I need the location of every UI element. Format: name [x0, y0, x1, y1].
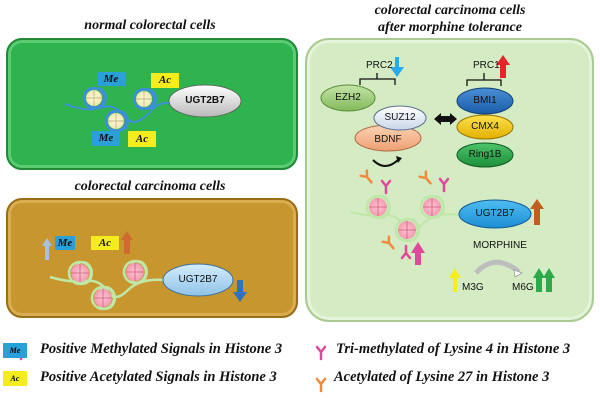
legend-h3k27ac-text: Acetylated of Lysine 27 in Histone 3 [334, 369, 550, 385]
morphine-ugt2b7-oval [458, 199, 532, 229]
h3k27ac-antibody-icon [359, 169, 376, 187]
prc2-down-arrow-icon [390, 57, 404, 77]
ring1b-oval [456, 142, 514, 168]
ring1b-label: Ring1B [468, 149, 502, 160]
interaction-double-arrow-icon [434, 113, 457, 125]
h3k27ac-antibody-icon [381, 235, 398, 253]
nucleosome-icon [82, 86, 108, 110]
legend-h3k27ac-icon [315, 377, 327, 393]
prc2-bracket [359, 73, 396, 85]
h3k27ac-antibody-icon [418, 170, 435, 188]
m6g-up-arrow-icon [543, 268, 555, 292]
h3k4me3-antibody-icon [400, 244, 412, 260]
ezh2-label: EZH2 [335, 92, 361, 103]
nucleosome-icon [122, 259, 149, 285]
ezh2-oval [320, 84, 376, 112]
legend-h3k4me3-text: Tri-methylated of Lysine 4 in Histone 3 [336, 341, 571, 357]
me-up-arrow-icon [42, 238, 52, 260]
metabolism-arc-arrow-icon [474, 259, 521, 275]
carcinoma-ugt2b7-oval [162, 263, 234, 297]
nucleosome-icon [104, 109, 130, 133]
nucleosome-icon [90, 285, 117, 311]
m6g-up-arrow-icon [533, 268, 545, 292]
ac-tag: Ac [91, 236, 119, 250]
carcinoma-ugt2b7-label: UGT2B7 [178, 274, 218, 285]
legend-me-swatch: Me [3, 343, 27, 358]
m3g-up-arrow-icon [449, 268, 461, 292]
ugt2b7-up-arrow-icon [530, 199, 544, 225]
nucleosome-icon [365, 194, 392, 220]
legend-h3k4me3-icon [315, 345, 327, 361]
prc1-up-arrow-icon [496, 55, 510, 78]
nucleosome-icon [132, 87, 158, 111]
carcinoma-cells-title: colorectal carcinoma cells [74, 179, 226, 194]
morphine-chromatin [349, 194, 461, 243]
legend-acetylated-text: Positive Acetylated Signals in Histone 3 [40, 369, 277, 385]
carcinoma-cells-panel [6, 198, 298, 318]
prc2-label: PRC2 [366, 60, 393, 71]
morphine-ugt2b7-label: UGT2B7 [475, 208, 515, 219]
m3g-label: M3G [462, 282, 484, 293]
h3k4me3-antibody-icon [380, 179, 392, 195]
legend-methylated-text: Positive Methylated Signals in Histone 3 [40, 341, 283, 357]
m6g-label: M6G [512, 282, 534, 293]
suz12-oval [373, 105, 427, 131]
legend-ac-swatch: Ac [3, 371, 27, 386]
morphine-cells-title-line1: colorectal carcinoma cells [374, 3, 526, 18]
bmi1-oval [456, 87, 514, 115]
nucleosome-icon [67, 260, 94, 286]
carcinoma-chromatin [49, 259, 166, 311]
me-tag: Me [97, 72, 125, 86]
me-tag: Me [92, 131, 120, 146]
nucleosome-icon [394, 217, 421, 243]
normal-chromatin [64, 86, 173, 133]
h3k4me3-up-arrow-icon [411, 242, 425, 265]
morphine-substrate-label: MORPHINE [473, 240, 527, 251]
normal-ugt2b7-oval [168, 84, 242, 118]
bmi1-label: BMI1 [473, 95, 497, 106]
h3k4me3-antibody-icon [438, 177, 450, 193]
ac-up-arrow-icon [121, 231, 133, 254]
cmx4-oval [456, 114, 514, 140]
morphine-cells-title-line2: after morphine tolerance [378, 20, 522, 35]
ac-tag: Ac [151, 73, 179, 88]
nucleosome-icon [419, 194, 446, 220]
suz12-label: SUZ12 [384, 112, 416, 123]
cmx4-label: CMX4 [471, 121, 499, 132]
normal-cells-title: normal colorectal cells [84, 18, 216, 33]
normal-ugt2b7-label: UGT2B7 [185, 95, 225, 106]
bdnf-label: BDNF [374, 134, 402, 145]
me-tag: Me [55, 236, 75, 250]
curved-arrow-icon [372, 159, 399, 167]
ugt2b7-down-arrow-icon [233, 280, 247, 302]
ac-tag: Ac [128, 131, 156, 147]
prc1-bracket [466, 73, 502, 86]
prc1-label: PRC1 [473, 60, 500, 71]
